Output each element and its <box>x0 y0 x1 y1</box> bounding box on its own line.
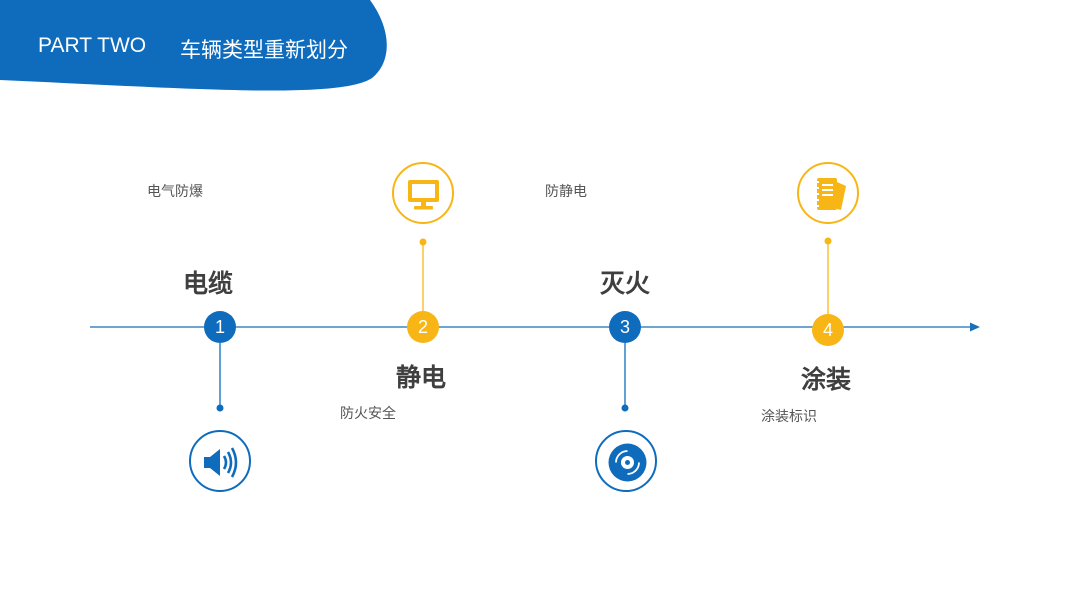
disc-icon <box>608 443 647 482</box>
monitor-icon <box>408 180 439 210</box>
step-subtitle-4: 涂装标识 <box>761 409 817 425</box>
speaker-icon <box>204 447 238 478</box>
connector-dot-2 <box>419 238 427 246</box>
step-subtitle-1: 电气防爆 <box>147 184 203 200</box>
step-node-1[interactable]: 1 <box>204 311 236 343</box>
step-title-1: 电缆 <box>183 269 234 298</box>
notebook-icon <box>815 178 846 210</box>
header-banner <box>0 0 387 91</box>
part-label: PART TWO <box>38 34 147 57</box>
step-subtitle-2: 防火安全 <box>340 406 396 422</box>
step-subtitle-3: 防静电 <box>545 184 587 200</box>
speaker-icon-ring <box>189 430 251 492</box>
step-node-4[interactable]: 4 <box>812 314 844 346</box>
step-node-3[interactable]: 3 <box>609 311 641 343</box>
timeline-arrowhead <box>970 322 980 332</box>
step-title-2: 静电 <box>396 363 447 392</box>
notebook-icon-ring <box>797 162 859 224</box>
step-title-4: 涂装 <box>801 365 852 394</box>
connector-dot-1 <box>216 404 224 412</box>
page-title: 车辆类型重新划分 <box>180 39 348 62</box>
disc-icon-ring <box>595 430 657 492</box>
connector-dot-4 <box>824 237 832 245</box>
step-node-2[interactable]: 2 <box>407 311 439 343</box>
step-title-3: 灭火 <box>600 269 651 298</box>
connector-dot-3 <box>621 404 629 412</box>
monitor-icon-ring <box>392 162 454 224</box>
